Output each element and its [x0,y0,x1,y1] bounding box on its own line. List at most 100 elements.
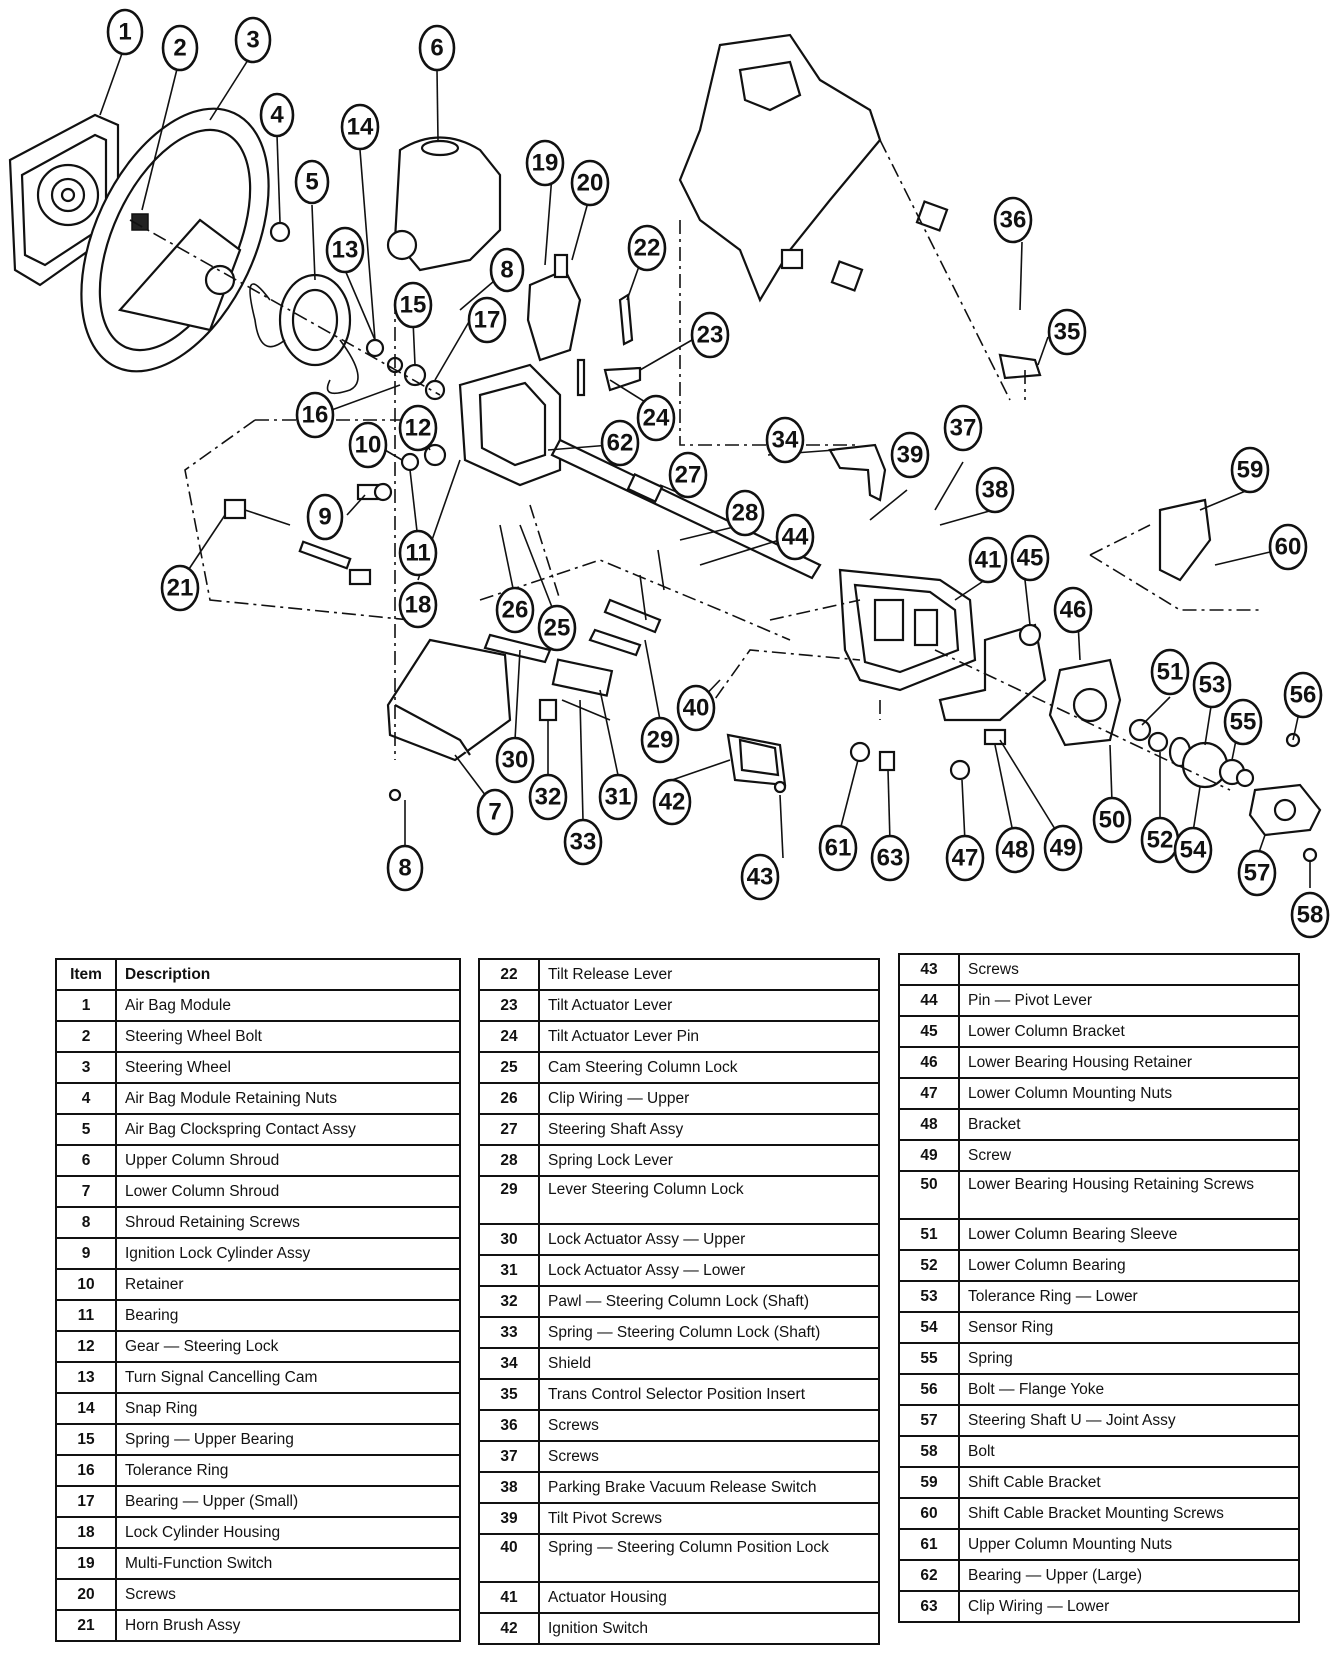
upper-column-shroud [386,136,502,272]
svg-text:45: 45 [1017,545,1044,572]
svg-text:16: 16 [302,402,329,429]
svg-text:44: 44 [782,524,809,551]
svg-text:56: 56 [1290,682,1317,709]
svg-text:35: 35 [1054,319,1081,346]
legend-item-number: 10 [55,1268,117,1301]
callout-59: 59 [1230,446,1270,494]
lower-column-bracket [938,623,1047,722]
legend-item-description: Upper Column Shroud [115,1144,461,1177]
svg-text:10: 10 [355,432,382,459]
callout-51: 51 [1150,648,1190,696]
legend-item-number: 25 [478,1051,540,1084]
callout-31: 31 [598,773,638,821]
air-bag-module [8,113,120,287]
legend-item-number: 55 [898,1342,960,1375]
legend-item-description: Trans Control Selector Position Insert [538,1378,880,1411]
svg-text:23: 23 [697,322,724,349]
legend-item-number: 18 [55,1516,117,1549]
legend-item-number: 2 [55,1020,117,1053]
steering-wheel [80,107,270,373]
svg-text:20: 20 [577,170,604,197]
callout-36: 36 [993,196,1033,244]
svg-text:5: 5 [305,169,318,196]
svg-text:62: 62 [607,430,634,457]
callout-52: 52 [1140,816,1180,864]
callout-5: 5 [294,159,330,205]
callout-57: 57 [1237,849,1277,897]
legend-item-number: 29 [478,1175,540,1225]
legend-item-number: 24 [478,1020,540,1053]
legend-item-description: Lock Actuator Assy — Upper [538,1223,880,1256]
legend-item-number: 1 [55,989,117,1022]
legend-item-description: Spring — Steering Column Lock (Shaft) [538,1316,880,1349]
callout-4: 4 [259,92,295,138]
callout-32: 32 [528,773,568,821]
legend-item-description: Air Bag Module Retaining Nuts [115,1082,461,1115]
svg-text:9: 9 [318,504,331,531]
assembly-dashed-lines [129,139,1260,791]
legend-item-description: Tilt Release Lever [538,958,880,991]
legend-item-number: 47 [898,1077,960,1110]
legend-item-number: 4 [55,1082,117,1115]
legend-item-description: Bolt [958,1435,1300,1468]
svg-text:41: 41 [975,547,1002,574]
multi-function-switch [526,253,582,362]
callout-38: 38 [975,466,1015,514]
callout-23: 23 [690,311,730,359]
callout-42: 42 [652,778,692,826]
legend-item-number: 37 [478,1440,540,1473]
callout-35: 35 [1047,308,1087,356]
legend-item-description: Lock Actuator Assy — Lower [538,1254,880,1287]
svg-text:38: 38 [982,477,1009,504]
callout-60: 60 [1268,523,1308,571]
svg-text:59: 59 [1237,457,1264,484]
legend-item-number: 34 [478,1347,540,1380]
svg-text:34: 34 [772,427,799,454]
legend-item-number: 17 [55,1485,117,1518]
svg-text:55: 55 [1230,709,1257,736]
legend-item-number: 54 [898,1311,960,1344]
legend-item-number: 5 [55,1113,117,1146]
svg-text:21: 21 [167,575,194,602]
callout-11: 11 [398,529,438,577]
svg-text:57: 57 [1244,860,1271,887]
legend-item-number: 45 [898,1015,960,1048]
air-bag-clockspring [249,273,359,395]
callout-10: 10 [348,421,388,469]
legend-item-number: 51 [898,1218,960,1251]
svg-text:40: 40 [683,695,710,722]
legend-item-description: Tilt Actuator Lever [538,989,880,1022]
legend-item-number: 60 [898,1497,960,1530]
callout-37: 37 [943,404,983,452]
legend-item-number: 7 [55,1175,117,1208]
callout-9: 9 [306,493,344,541]
legend-item-description: Steering Shaft Assy [538,1113,880,1146]
legend-item-number: 28 [478,1144,540,1177]
legend-item-description: Lock Cylinder Housing [115,1516,461,1549]
callout-54: 54 [1173,826,1213,874]
svg-text:17: 17 [474,307,501,334]
lock-levers [588,549,665,657]
